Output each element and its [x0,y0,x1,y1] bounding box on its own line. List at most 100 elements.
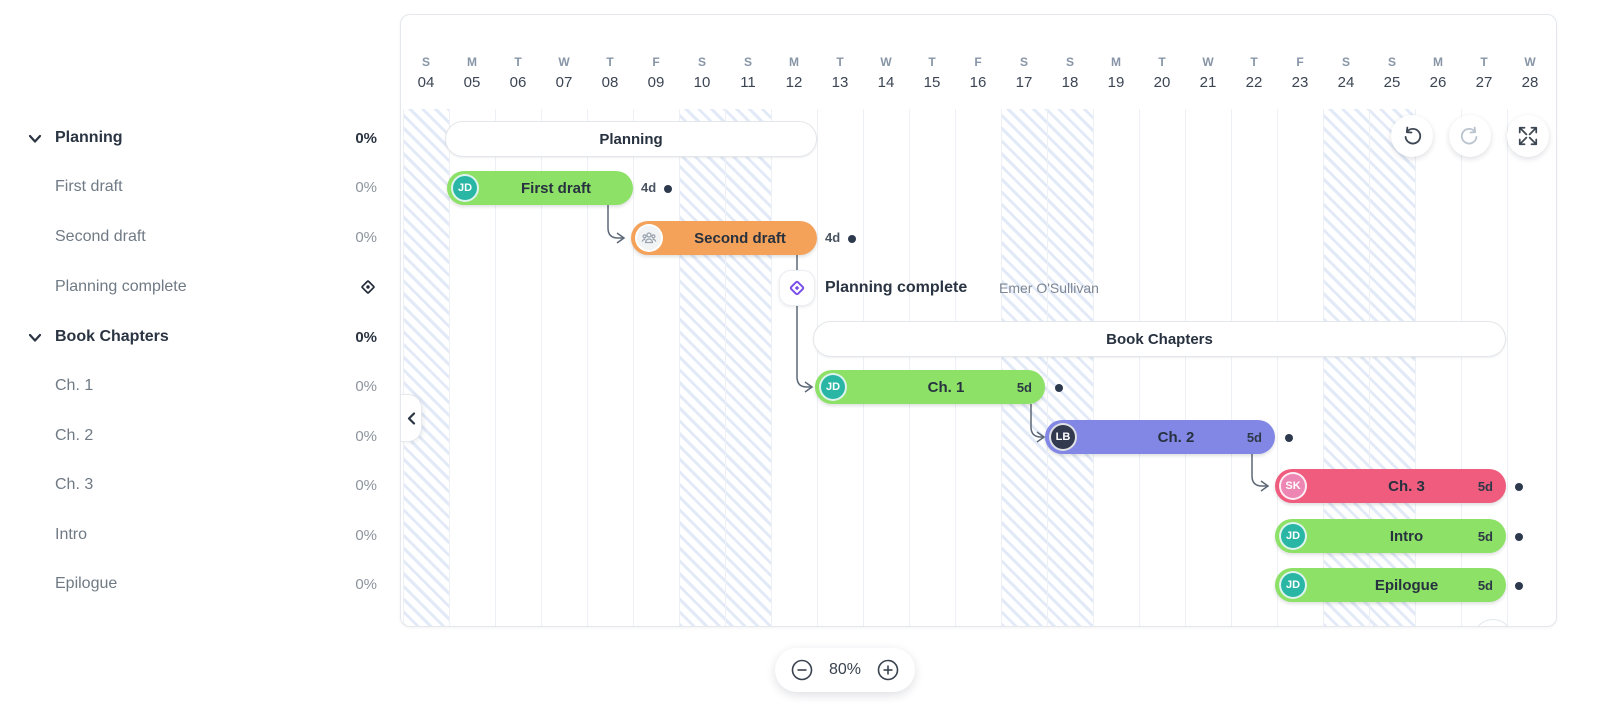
row-intro: JD Intro 5d [401,519,1556,555]
chevron-down-icon[interactable] [28,330,42,342]
undo-button[interactable] [1391,115,1433,157]
task-name: Planning complete [55,278,187,295]
row-ch-2: LB Ch. 2 5d [401,420,1556,456]
row-planning: Planning [401,121,1556,157]
task-name: Ch. 1 [55,377,94,394]
avatar[interactable]: JD [819,373,847,401]
dependency-handle-dot[interactable] [848,235,856,243]
sidebar-row-first-draft[interactable]: First draft 0% [0,167,400,207]
task-bar-intro[interactable]: JD Intro 5d [1275,519,1506,553]
duration-label: 4d [825,230,841,245]
task-bar-ch-1[interactable]: JD Ch. 1 5d [815,370,1045,404]
dependency-handle-dot[interactable] [1285,434,1293,442]
dependency-handle-dot[interactable] [1515,533,1523,541]
group-assignee-icon[interactable] [635,224,663,252]
sidebar-row-planning-complete[interactable]: Planning complete [0,267,400,307]
redo-icon [1460,126,1478,145]
dependency-handle-dot[interactable] [1515,483,1523,491]
sidebar-row-ch-1[interactable]: Ch. 1 0% [0,366,400,406]
dependency-handle-dot[interactable] [1515,582,1523,590]
task-name: Ch. 3 [55,476,94,493]
task-bar-epilogue[interactable]: JD Epilogue 5d [1275,568,1506,602]
milestone-marker-planning-complete[interactable] [779,270,815,306]
zoom-control: 80% [775,648,915,692]
task-name: Epilogue [55,575,118,592]
summary-bar-book-chapters[interactable]: Book Chapters [813,321,1506,357]
collapse-panel-button[interactable] [401,394,422,442]
expand-fullscreen-button[interactable] [1507,115,1549,157]
task-progress: 0% [355,427,377,445]
task-progress: 0% [355,228,377,246]
task-progress: 0% [355,129,377,147]
sidebar-row-planning[interactable]: Planning 0% [0,118,400,158]
summary-bar-planning[interactable]: Planning [445,121,817,157]
row-book-chapters: Book Chapters [401,321,1556,357]
zoom-in-icon [877,659,899,681]
zoom-in-button[interactable] [875,657,901,683]
duration-label: 5d [1246,429,1262,445]
dependency-handle-dot[interactable] [1055,384,1063,392]
row-ch-3: SK Ch. 3 5d [401,469,1556,505]
avatar[interactable]: JD [1279,522,1307,550]
task-progress: 0% [355,328,377,346]
task-name: Intro [55,526,88,543]
chevron-down-icon[interactable] [28,131,42,143]
duration-label: 5d [1016,379,1032,395]
milestone-label: Planning complete [825,279,968,296]
dependency-handle-dot[interactable] [664,185,672,193]
milestone-assignee-name: Emer O'Sullivan [999,280,1099,296]
sidebar-row-ch-3[interactable]: Ch. 3 0% [0,465,400,505]
redo-button[interactable] [1449,115,1491,157]
expand-icon [1518,126,1538,146]
undo-icon [1404,126,1422,145]
task-bar-ch-3[interactable]: SK Ch. 3 5d [1275,469,1506,503]
row-second-draft: Second draft 4d [401,221,1556,257]
sidebar-row-intro[interactable]: Intro 0% [0,515,400,555]
zoom-out-icon [791,659,813,681]
dependency-lines [607,205,1270,492]
task-bar-second-draft[interactable]: Second draft [631,221,817,255]
duration-label: 5d [1477,478,1493,494]
avatar[interactable]: SK [1279,472,1307,500]
duration-label: 5d [1477,528,1493,544]
task-bar-first-draft[interactable]: JD First draft [447,171,633,205]
duration-label: 5d [1477,577,1493,593]
task-progress: 0% [355,526,377,544]
avatar[interactable]: JD [1279,571,1307,599]
sidebar-row-ch-2[interactable]: Ch. 2 0% [0,416,400,456]
duration-label: 4d [641,180,657,195]
sidebar-row-book-chapters[interactable]: Book Chapters 0% [0,317,400,357]
collapse-panel-icon [407,411,415,425]
avatar[interactable]: LB [1049,423,1077,451]
task-progress: 0% [355,575,377,593]
avatar[interactable]: JD [451,174,479,202]
zoom-out-button[interactable] [789,657,815,683]
sidebar-row-epilogue[interactable]: Epilogue 0% [0,564,400,604]
task-name: Ch. 2 [55,427,94,444]
row-ch-1: JD Ch. 1 5d [401,370,1556,406]
task-bar-ch-2[interactable]: LB Ch. 2 5d [1045,420,1275,454]
sidebar-row-second-draft[interactable]: Second draft 0% [0,217,400,257]
task-name: First draft [55,178,123,195]
